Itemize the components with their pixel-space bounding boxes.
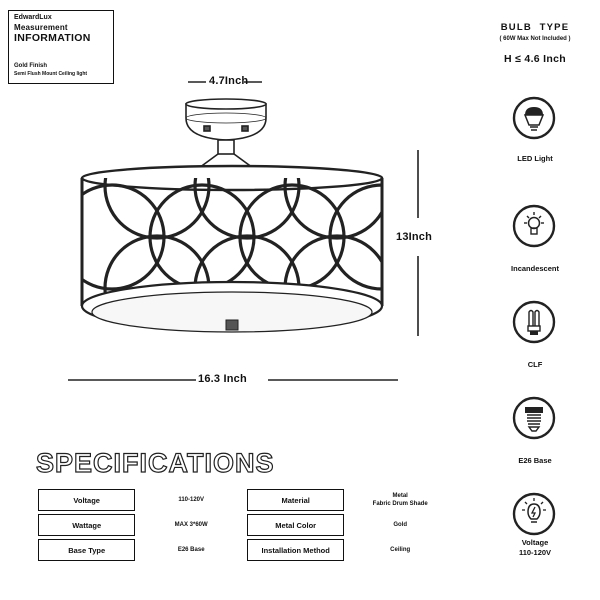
ceiling-light-drawing — [68, 81, 419, 381]
cfl-bulb-icon — [512, 300, 556, 344]
voltage-bulb-icon — [512, 492, 556, 536]
measurement-info-box: EdwardLux Measurement INFORMATION Gold F… — [8, 10, 114, 84]
bulb-height-limit: H ≤ 4.6 Inch — [504, 53, 566, 65]
table-row: Wattage MAX 3*60W Metal Color Gold — [38, 514, 452, 536]
spec-label: Voltage — [38, 489, 136, 511]
spec-label: Installation Method — [246, 539, 345, 561]
spec-label: Material — [246, 489, 345, 511]
canopy — [185, 98, 267, 177]
bulb-type-subtitle: ( 60W Max Not Included ) — [499, 36, 571, 42]
dimension-lines — [68, 81, 419, 381]
spec-label: Base Type — [38, 539, 136, 561]
canopy-width-label: 4.7Inch — [209, 75, 249, 87]
info-heading-line2: INFORMATION — [14, 32, 91, 44]
bulb-type-title: BULB TYPE — [500, 22, 570, 33]
led-bulb-icon — [512, 96, 556, 140]
spec-label: Wattage — [38, 514, 136, 536]
spec-label: Metal Color — [246, 514, 345, 536]
e26-base-icon — [512, 396, 556, 440]
bulb-item-label: Voltage 110-120V — [518, 538, 552, 557]
spec-value: Metal Fabric Drum Shade — [372, 493, 428, 507]
bulb-item-label: LED Light — [517, 154, 553, 163]
table-row: Base Type E26 Base Installation Method C… — [38, 539, 452, 561]
info-heading-line1: Measurement — [14, 23, 68, 32]
brand-name: EdwardLux — [14, 14, 52, 21]
spec-value: MAX 3*60W — [174, 522, 208, 528]
product-description: Semi Flush Mount Ceiling light — [14, 71, 88, 77]
bulb-type-panel: BULB TYPE ( 60W Max Not Included ) H ≤ 4… — [472, 14, 598, 600]
spec-value: 110-120V — [178, 497, 205, 503]
table-row: Voltage 110-120V Material Metal Fabric D… — [38, 489, 452, 511]
bulb-item-label: E26 Base — [518, 456, 552, 465]
height-label: 13Inch — [396, 231, 433, 243]
bulb-item-label: Incandescent — [511, 264, 559, 273]
finish-text: Gold Finish — [14, 63, 47, 69]
spec-value: E26 Base — [177, 547, 205, 553]
spec-value: Ceiling — [390, 547, 411, 553]
drum-shade — [80, 164, 384, 333]
spec-value: Gold — [393, 522, 408, 528]
specifications-table: Voltage 110-120V Material Metal Fabric D… — [34, 486, 456, 564]
diameter-label: 16.3 Inch — [198, 373, 247, 385]
bulb-item-label: CLF — [527, 360, 543, 369]
incandescent-bulb-icon — [512, 204, 556, 248]
specifications-title: SPECIFICATIONS — [35, 447, 275, 478]
